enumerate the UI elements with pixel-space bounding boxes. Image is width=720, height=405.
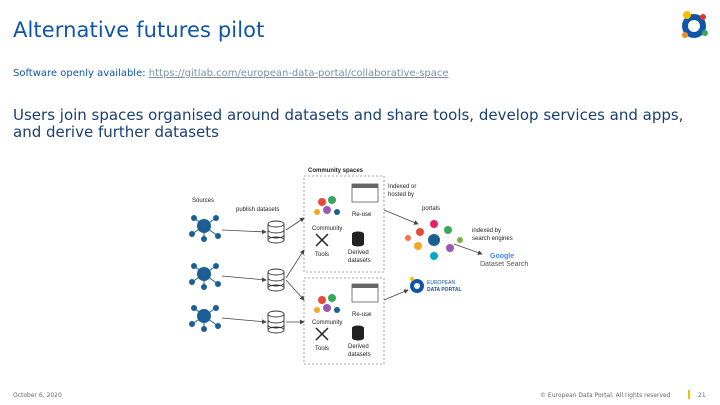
portals-hub-icon xyxy=(405,220,463,260)
dataset-search-label: Dataset Search xyxy=(480,261,528,268)
community-label-2: Community xyxy=(312,320,342,326)
community-space-box-1 xyxy=(303,175,385,273)
community-spaces-label: Community spaces xyxy=(308,168,364,174)
edp-line2: DATA PORTAL xyxy=(427,287,462,293)
tools-label-2: Tools xyxy=(315,346,329,352)
tools-label-1: Tools xyxy=(315,252,329,258)
derived-db-icon-2 xyxy=(352,325,364,341)
sources-label: Sources xyxy=(192,198,214,204)
arrow-space-portals xyxy=(383,209,419,225)
source-network-icon-2 xyxy=(189,263,221,290)
lead-text: Users join spaces organised around datas… xyxy=(13,106,684,141)
arrow-db-space-2 xyxy=(285,249,305,279)
community-people-icon-1 xyxy=(314,196,340,215)
indexed-or-label: Indexed or xyxy=(388,184,416,190)
community-people-icon-2 xyxy=(314,294,340,313)
edp-logo-icon xyxy=(682,11,708,38)
tools-icon-2 xyxy=(315,327,329,341)
derived-label-2: Derived xyxy=(348,344,369,350)
dataset-card-header-icon-2 xyxy=(352,284,378,288)
software-label: Software openly available: xyxy=(13,68,146,79)
google-logo: Google xyxy=(490,253,514,260)
datasets-label-2: datasets xyxy=(348,352,371,358)
search-engines-label: search engines xyxy=(472,236,513,242)
edp-line1: EUROPEAN xyxy=(427,280,455,286)
footer-copyright: © European Data Portal. All rights reser… xyxy=(540,392,671,399)
community-label-1: Community xyxy=(312,226,342,232)
arrow-source-db-1 xyxy=(221,229,267,235)
derived-db-icon-1 xyxy=(352,231,364,247)
database-icon-3 xyxy=(267,310,285,334)
reuse-label-1: Re-use xyxy=(352,212,372,218)
source-network-icon-1 xyxy=(189,215,221,242)
software-availability: Software openly available: https://gitla… xyxy=(13,68,449,79)
arrow-db-space-3 xyxy=(285,279,305,301)
page-title: Alternative futures pilot xyxy=(13,18,265,42)
arrow-db-space-1 xyxy=(285,217,305,231)
derived-label-1: Derived xyxy=(348,250,369,256)
tools-icon-1 xyxy=(315,233,329,247)
gitlab-link[interactable]: https://gitlab.com/european-data-portal/… xyxy=(148,68,449,79)
dataset-card-header-icon xyxy=(352,184,378,188)
arrow-source-db-3 xyxy=(221,317,267,325)
portals-label: portals xyxy=(422,206,440,212)
arrow-space2-edp xyxy=(383,289,409,301)
database-icon-1 xyxy=(267,220,285,244)
datasets-label-1: datasets xyxy=(348,258,371,264)
collaborative-space-diagram: Community spaces Sources publish dataset… xyxy=(189,168,528,365)
footer-accent-bar xyxy=(688,390,690,399)
arrow-portals-google xyxy=(453,243,483,255)
footer-date: October 6, 2020 xyxy=(13,392,62,399)
reuse-label-2: Re-use xyxy=(352,312,372,318)
indexed-by-label: indexed by xyxy=(472,228,501,234)
hosted-by-label: hosted by xyxy=(388,192,414,198)
edp-portal-icon xyxy=(410,277,424,293)
database-icon-2 xyxy=(267,268,285,292)
source-network-icon-3 xyxy=(189,305,221,332)
publish-datasets-label: publish datasets xyxy=(236,207,279,213)
page-number: 21 xyxy=(698,392,706,399)
arrow-source-db-2 xyxy=(221,275,267,283)
